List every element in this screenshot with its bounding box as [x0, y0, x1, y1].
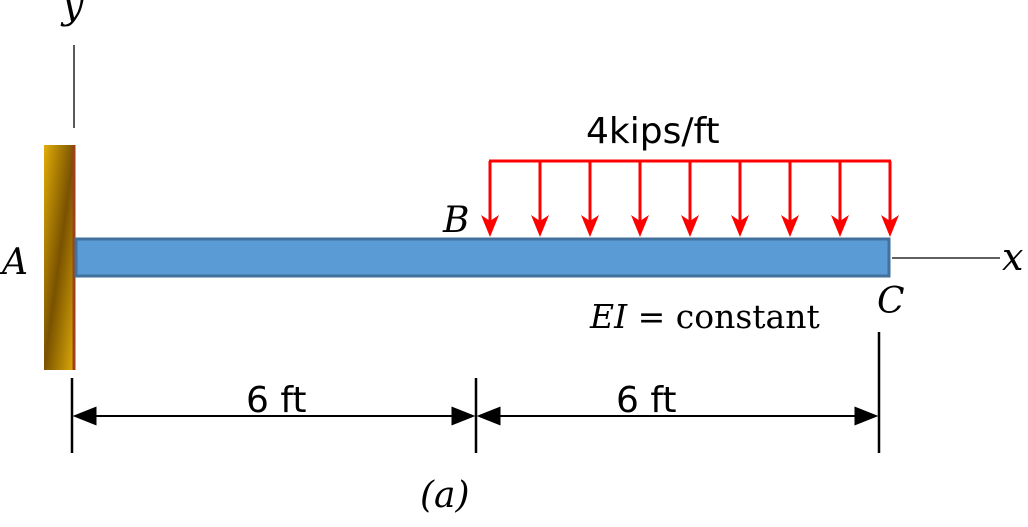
x-axis-label: x — [1002, 235, 1023, 279]
figure-caption: (a) — [420, 475, 470, 516]
load-arrow-head — [831, 215, 849, 237]
load-arrow-head — [781, 215, 799, 237]
beam — [74, 237, 891, 278]
load-arrow-head — [481, 215, 499, 237]
y-axis-label: y — [60, 0, 84, 27]
load-arrow-head — [681, 215, 699, 237]
point-c-label: C — [877, 281, 905, 322]
load-arrow-head — [881, 215, 899, 237]
fixed-support-wall — [44, 145, 75, 370]
load-arrow-head — [531, 215, 549, 237]
ei-symbol: EI — [589, 297, 628, 336]
distributed-load — [481, 159, 899, 237]
load-arrow-head — [731, 215, 749, 237]
point-a-label: A — [0, 242, 28, 283]
point-b-label: B — [442, 200, 469, 241]
ei-constant-text: = constant — [627, 297, 820, 336]
load-arrow-head — [581, 215, 599, 237]
ei-constant-label: EI = constant — [589, 297, 820, 336]
dim-label-ab: 6 ft — [246, 380, 307, 421]
load-label: 4kips/ft — [586, 111, 720, 152]
load-arrow-head — [631, 215, 649, 237]
dim-label-bc: 6 ft — [616, 380, 677, 421]
